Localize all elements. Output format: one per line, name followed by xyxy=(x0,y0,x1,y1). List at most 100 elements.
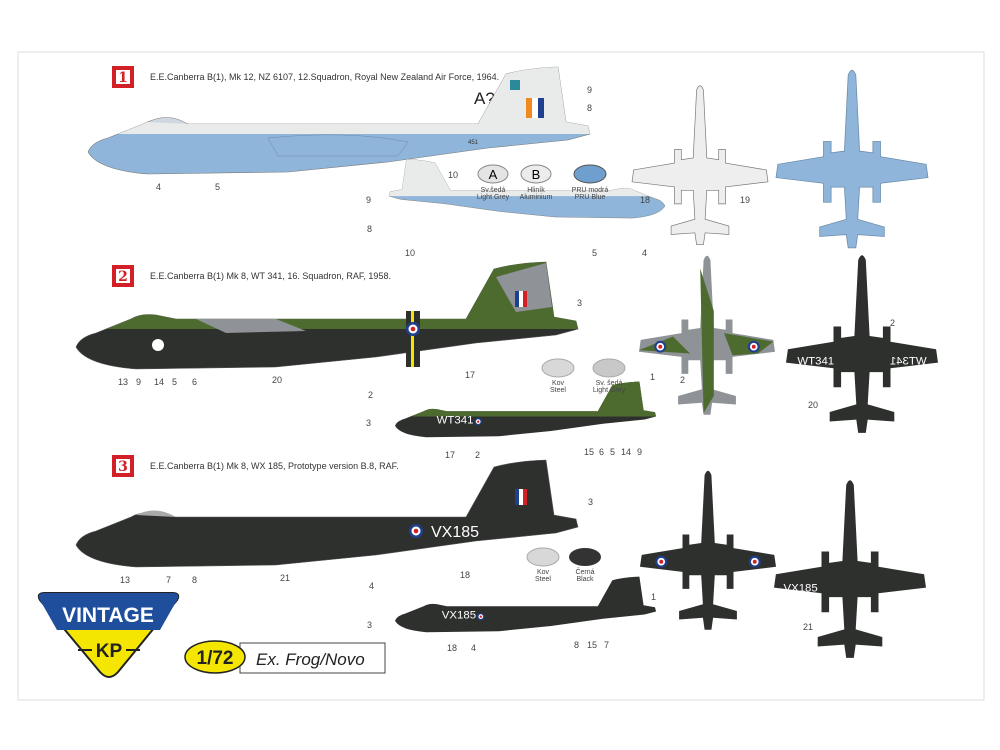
callout-number: 13 xyxy=(118,377,128,387)
svg-text:Black: Black xyxy=(576,576,594,583)
callout-number: 8 xyxy=(192,575,197,585)
callout-number: 20 xyxy=(808,400,818,410)
callout-number: 1 xyxy=(650,372,655,382)
callout-number: 3 xyxy=(366,418,371,428)
profile-1-title: E.E.Canberra B(1), Mk 12, NZ 6107, 12.Sq… xyxy=(150,72,499,82)
profile-1-bottom-view xyxy=(775,69,929,249)
callout-number: 9 xyxy=(637,447,642,457)
svg-text:1/72: 1/72 xyxy=(197,648,234,669)
serial-left-wing: WT341 xyxy=(797,356,834,368)
callout-number: 5 xyxy=(610,447,615,457)
callout-number: 2 xyxy=(368,390,373,400)
scale-badge: 1/72 Ex. Frog/Novo xyxy=(184,640,386,674)
vintage-kp-logo: VINTAGE KP xyxy=(37,592,180,678)
svg-text:B: B xyxy=(532,167,541,182)
profile-2-bottom-view: WT341 WT341 xyxy=(786,255,938,433)
callout-number: 15 xyxy=(584,447,594,457)
svg-text:Light Grey: Light Grey xyxy=(477,194,510,201)
serial: WT341 xyxy=(437,415,474,427)
profile-3-badge: 3 xyxy=(112,455,134,477)
svg-text:PRU modrá: PRU modrá xyxy=(572,187,609,194)
callout-number: 19 xyxy=(740,195,750,205)
serial: VX185 xyxy=(431,524,479,541)
svg-text:Černá: Černá xyxy=(575,567,594,576)
callout-number: 2 xyxy=(475,450,480,460)
callout-number: 3 xyxy=(367,620,372,630)
svg-text:Sv. šedá: Sv. šedá xyxy=(596,380,623,387)
callout-number: 18 xyxy=(447,643,457,653)
profile-3-bottom-view: VX185 xyxy=(774,480,926,658)
callout-number: 10 xyxy=(448,170,458,180)
svg-text:Hliník: Hliník xyxy=(527,187,545,194)
callout-number: 21 xyxy=(280,573,290,583)
callout-number: 3 xyxy=(588,497,593,507)
serial-small: 451 xyxy=(468,140,479,146)
svg-text:2: 2 xyxy=(118,269,128,285)
profile-2-top-view xyxy=(639,255,775,415)
callout-number: 15 xyxy=(587,640,597,650)
profile-2-title: E.E.Canberra B(1) Mk 8, WT 341, 16. Squa… xyxy=(150,271,391,281)
fin-flash-icon xyxy=(526,98,532,118)
profile-2-side-view-small: WT341 xyxy=(395,381,657,438)
squadron-badge-icon xyxy=(510,80,520,90)
svg-text:Aluminium: Aluminium xyxy=(520,194,553,201)
profile-3-title: E.E.Canberra B(1) Mk 8, WX 185, Prototyp… xyxy=(150,461,399,471)
callout-number: 18 xyxy=(640,195,650,205)
profile-3-top-view xyxy=(640,470,776,630)
callout-number: 2 xyxy=(890,318,895,328)
svg-text:VINTAGE: VINTAGE xyxy=(62,604,154,627)
svg-text:Steel: Steel xyxy=(550,387,566,394)
sheet-border xyxy=(17,51,985,701)
callout-number: 13 xyxy=(120,575,130,585)
callout-number: 5 xyxy=(592,248,597,258)
svg-text:Sv.šedá: Sv.šedá xyxy=(481,187,506,194)
unit-badge-icon xyxy=(152,339,164,351)
serial: VX185 xyxy=(784,582,818,594)
svg-text:Kov: Kov xyxy=(552,380,565,387)
callout-number: 4 xyxy=(369,581,374,591)
callout-number: 4 xyxy=(156,182,161,192)
callout-number: 9 xyxy=(136,377,141,387)
callout-number: 4 xyxy=(471,643,476,653)
svg-text:Light Grey: Light Grey xyxy=(593,387,626,394)
callout-number: 6 xyxy=(192,377,197,387)
profile-1-badge: 1 xyxy=(112,66,134,88)
callout-number: 2 xyxy=(680,375,685,385)
callout-number: 6 xyxy=(599,447,604,457)
callout-number: 10 xyxy=(405,248,415,258)
profile-2-side-view xyxy=(75,261,579,370)
svg-text:KP: KP xyxy=(96,641,123,662)
callout-number: 20 xyxy=(272,375,282,385)
callout-number: 3 xyxy=(577,298,582,308)
callout-number: 21 xyxy=(803,622,813,632)
profile-3-side-view-small: VX185 xyxy=(395,576,657,633)
profile-3-side-view: VX185 xyxy=(75,459,579,568)
svg-text:PRU Blue: PRU Blue xyxy=(575,194,606,201)
callout-number: 5 xyxy=(172,377,177,387)
callout-number: 8 xyxy=(587,103,592,113)
svg-text:Kov: Kov xyxy=(537,569,550,576)
svg-text:Steel: Steel xyxy=(535,576,551,583)
profile-1-side-view: 451 xyxy=(87,66,591,175)
callout-number: 1 xyxy=(651,592,656,602)
svg-text:Ex. Frog/Novo: Ex. Frog/Novo xyxy=(256,650,365,669)
svg-text:1: 1 xyxy=(118,70,128,86)
profile-1-top-view xyxy=(631,85,769,246)
callout-number: 7 xyxy=(604,640,609,650)
callout-number: 14 xyxy=(621,447,631,457)
svg-text:A: A xyxy=(489,167,498,182)
callout-number: 8 xyxy=(367,224,372,234)
callout-number: 4 xyxy=(642,248,647,258)
callout-number: 18 xyxy=(460,570,470,580)
callout-number: 5 xyxy=(215,182,220,192)
serial: VX185 xyxy=(442,610,476,622)
serial-right-wing-mirrored: WT341 xyxy=(890,356,927,368)
callout-number: 9 xyxy=(587,85,592,95)
profile-2-badge: 2 xyxy=(112,265,134,287)
svg-text:3: 3 xyxy=(118,459,128,475)
callout-number: 8 xyxy=(574,640,579,650)
